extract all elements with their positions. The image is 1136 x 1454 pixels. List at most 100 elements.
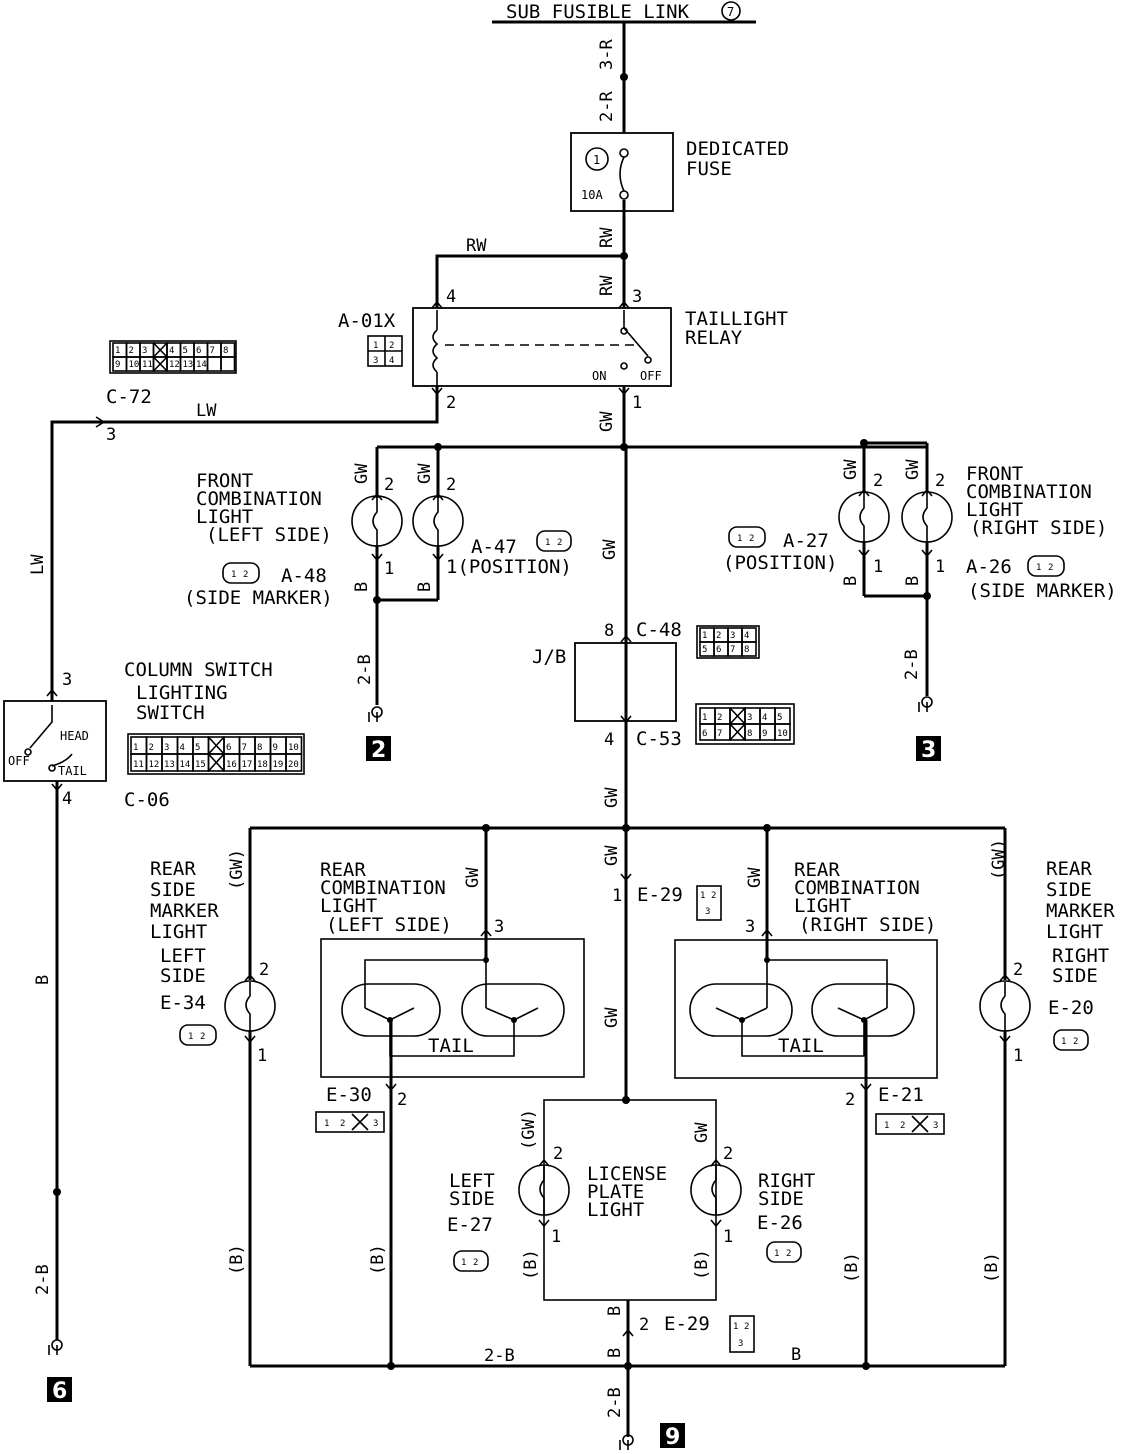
side-marker-left: (SIDE MARKER)	[184, 587, 333, 609]
svg-text:1: 1	[700, 891, 705, 901]
ground-2-number: 2	[371, 738, 386, 763]
svg-text:1: 1	[231, 570, 236, 580]
wire-b-bottom-right: B	[791, 1345, 801, 1365]
wire-b-paren3: (B)	[842, 1252, 862, 1283]
connector-pin-label: 2	[716, 631, 721, 641]
e34-label: E-34	[160, 992, 206, 1014]
e29-top-label: E-29	[637, 884, 683, 906]
rsm-right-2: SIDE	[1046, 879, 1092, 901]
wire-2b-left: 2-B	[355, 654, 375, 685]
rear-combination-light-right: TAIL 3 REAR COMBINATION LIGHT (RIGHT SID…	[674, 859, 938, 1079]
svg-text:1: 1	[188, 1032, 193, 1042]
connector-pin-label: 10	[288, 743, 299, 753]
wire-rw-a: RW	[597, 227, 617, 248]
svg-text:1: 1	[774, 1249, 779, 1259]
svg-text:2: 2	[1048, 563, 1053, 573]
sub-fusible-link: SUB FUSIBLE LINK 7	[492, 1, 756, 24]
relay-pin-3: 3	[632, 287, 642, 307]
connector-pin-label: 5	[702, 645, 707, 655]
pin-1-rsml: 1	[257, 1046, 267, 1066]
a27-position: (POSITION)	[723, 552, 837, 574]
pin-2-licr: 2	[723, 1144, 733, 1164]
wire-3-r: 3-R	[597, 39, 617, 70]
fcl-left-1: FRONT	[196, 470, 253, 492]
e29-bot-label: E-29	[664, 1313, 710, 1335]
connector-pin-label: 18	[257, 760, 268, 770]
connector-pin-label: 13	[164, 760, 175, 770]
connector-pin-label: 15	[195, 760, 206, 770]
wire-rw-b: RW	[597, 275, 617, 296]
switch-pin-3: 3	[62, 670, 72, 690]
pin-1-fl1: 1	[384, 559, 394, 579]
connector-pin-label: 1	[702, 631, 707, 641]
c48-label: C-48	[636, 619, 682, 641]
connector-pin-label: 8	[744, 645, 749, 655]
pin-1-licl: 1	[551, 1227, 561, 1247]
front-combination-light-right	[838, 491, 953, 543]
lighting-label: LIGHTING	[136, 682, 228, 704]
sub-fusible-link-label: SUB FUSIBLE LINK	[506, 1, 690, 23]
c48-pin: 8	[604, 621, 614, 641]
wire-gw-rear-mid: GW	[602, 845, 622, 866]
pin-2-fl2: 2	[446, 475, 456, 495]
pin-2-rsmr: 2	[1013, 960, 1023, 980]
connector-pin-label: 6	[716, 645, 721, 655]
connector-pin-label: 3	[164, 743, 169, 753]
connector-arrow	[371, 492, 383, 501]
connector-pin-label: 8	[223, 346, 228, 356]
svg-text:3: 3	[738, 1339, 743, 1349]
connector-pin-label: 12	[149, 760, 160, 770]
fcl-left-3: LIGHT	[196, 506, 253, 528]
wire-b-lic-left: (B)	[521, 1249, 541, 1280]
pin-2-fl1: 2	[384, 475, 394, 495]
rcl-left-1: REAR	[320, 859, 366, 881]
connector-pin-label: 9	[115, 360, 120, 370]
connector-pin-label: 2	[149, 743, 154, 753]
wire-b-paren4: (B)	[982, 1252, 1002, 1283]
svg-text:1: 1	[733, 1322, 738, 1332]
rcl-left-3: LIGHT	[320, 895, 377, 917]
dedicated-fuse: 1 10A DEDICATED FUSE	[570, 132, 789, 212]
connector-pin-label: 14	[196, 360, 207, 370]
license-3: LIGHT	[587, 1199, 644, 1221]
wire-2b-sw: 2-B	[33, 1264, 53, 1295]
wire-b-left2: B	[415, 582, 435, 592]
rsm-left-2: SIDE	[150, 879, 196, 901]
connector-arrow	[999, 1035, 1011, 1044]
rear-combination-light-left: TAIL 3 REAR COMBINATION LIGHT (LEFT SIDE…	[320, 859, 585, 1078]
column-switch: HEAD OFF TAIL 3 4 COLUMN SWITCH LIGHTING…	[3, 659, 273, 811]
connector-pin-label: 6	[226, 743, 231, 753]
connector-arrow	[921, 488, 933, 497]
connector-pin-label: 3	[730, 631, 735, 641]
connector-arrow	[431, 387, 443, 396]
svg-text:3: 3	[933, 1121, 938, 1131]
rcl-left-4: (LEFT SIDE)	[326, 914, 452, 936]
fcl-left-4: (LEFT SIDE)	[206, 524, 332, 546]
connector-pin-label: 1	[115, 346, 120, 356]
ground-3-number: 3	[921, 738, 936, 763]
wire-gw-paren-right: (GW)	[989, 839, 1009, 880]
e21-label: E-21	[878, 1084, 924, 1106]
fcl-right-1: FRONT	[966, 463, 1023, 485]
wire-gw-relay: GW	[597, 411, 617, 432]
fuse-number: 1	[593, 153, 600, 167]
pin-1-fr2: 1	[935, 557, 945, 577]
connector-pin-label: 10	[129, 360, 140, 370]
e29-bot-pin: 2	[639, 1315, 649, 1335]
connector-pin-label: 2	[717, 713, 722, 723]
relay-off-label: OFF	[640, 369, 662, 383]
wire-gw-mid: GW	[600, 539, 620, 560]
connector-pin-label: 17	[242, 760, 253, 770]
rsm-left-1: REAR	[150, 858, 196, 880]
wire-gw-lic-right: GW	[692, 1122, 712, 1143]
svg-text:2: 2	[786, 1249, 791, 1259]
rsm-left-6: SIDE	[160, 965, 206, 987]
wire-gw-rcl-right: GW	[745, 867, 765, 888]
e27-label: E-27	[447, 1214, 493, 1236]
wire-gw-jb-below: GW	[602, 787, 622, 808]
connector-arrow	[244, 1035, 256, 1044]
connector-pin-label: 2	[129, 346, 134, 356]
